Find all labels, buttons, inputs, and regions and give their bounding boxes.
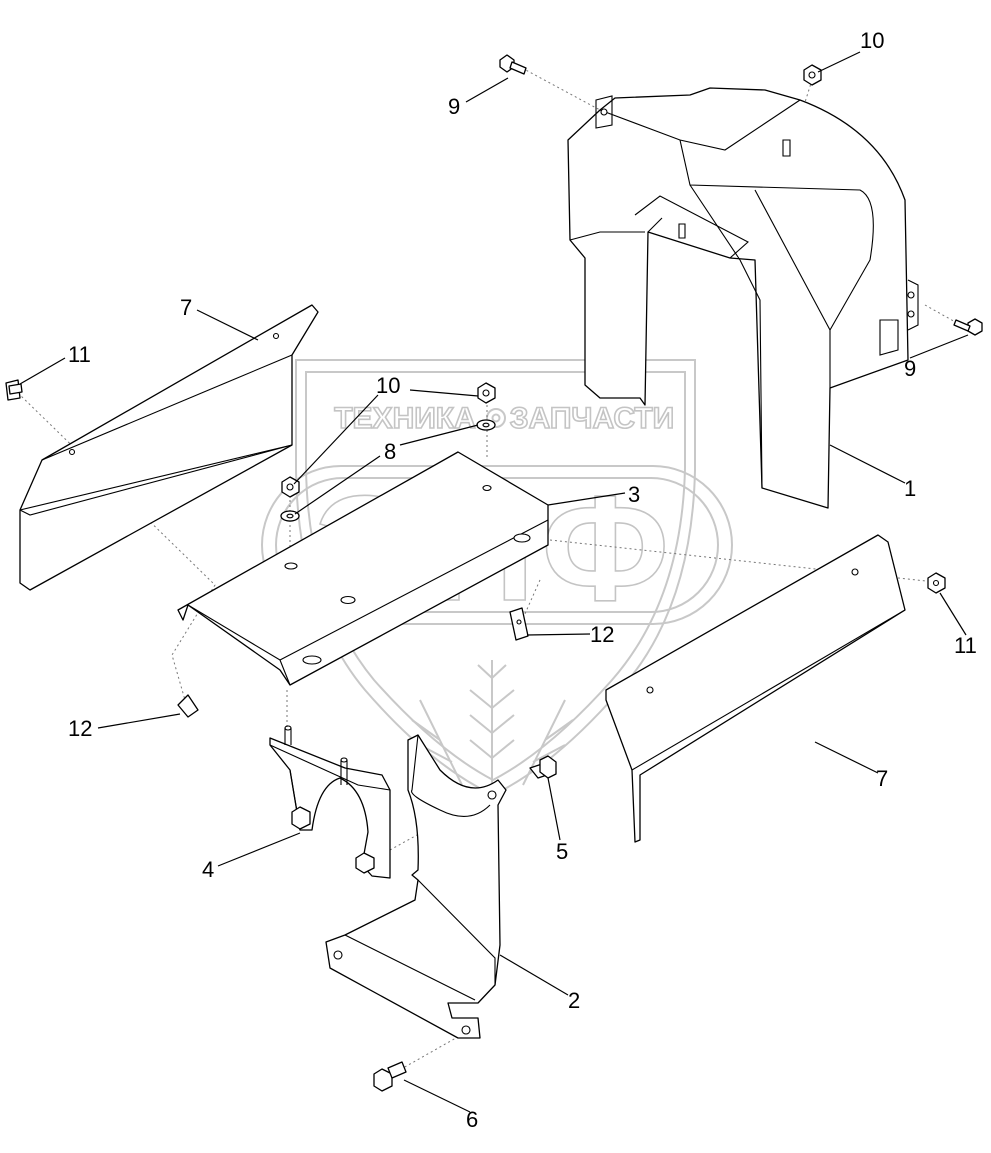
callout-3: 3: [628, 482, 640, 507]
bolt-6: [373, 1061, 407, 1092]
callout-4: 4: [202, 857, 214, 882]
clip-12-mid: [509, 607, 529, 641]
callout-11-right: 11: [954, 633, 977, 658]
callout-labels: 1 2 3 4 5 6 7 7 8 9 9 10 10 11 11 12 12: [68, 28, 977, 1132]
nut-10-mid: [477, 382, 496, 404]
part-3-cover-plate: [177, 451, 549, 686]
fasteners: [5, 54, 983, 1092]
washer-8-mid: [476, 419, 496, 431]
callout-12-mid: 12: [590, 622, 614, 647]
callout-1: 1: [904, 476, 916, 501]
clip-12-left: [177, 694, 199, 718]
callout-10-top: 10: [860, 28, 884, 53]
bolt-11-left: [5, 379, 23, 401]
leader-lines: [19, 51, 969, 1113]
nut-10-top: [803, 64, 822, 86]
watermark-text-left: ТЕХНИКА: [334, 402, 476, 435]
part-1-shroud: [567, 87, 919, 509]
watermark-gear-icon: [486, 408, 506, 428]
washer-8-left: [280, 510, 300, 522]
callout-12-left: 12: [68, 716, 92, 741]
part-7-right-plate: [605, 534, 906, 843]
callout-5: 5: [556, 839, 568, 864]
callout-11-left: 11: [68, 342, 91, 367]
part-7-left-plate: [19, 304, 319, 591]
bolt-5: [529, 755, 557, 779]
bolt-11-right: [927, 572, 946, 594]
part-4-bracket: [269, 725, 391, 879]
callout-9-top: 9: [448, 94, 460, 119]
callout-9-right: 9: [904, 356, 916, 381]
bolt-9-right: [953, 318, 983, 336]
watermark-text-right: ЗАПЧАСТИ: [510, 402, 674, 435]
nut-10-left: [281, 476, 300, 498]
callout-10-mid: 10: [376, 373, 400, 398]
callout-7-left: 7: [180, 295, 192, 320]
callout-6: 6: [466, 1107, 478, 1132]
callout-8: 8: [384, 439, 396, 464]
callout-2: 2: [568, 988, 580, 1013]
bolt-9-top: [499, 54, 527, 75]
part-2-mount-bracket: [325, 734, 507, 1039]
callout-7-right: 7: [876, 766, 888, 791]
